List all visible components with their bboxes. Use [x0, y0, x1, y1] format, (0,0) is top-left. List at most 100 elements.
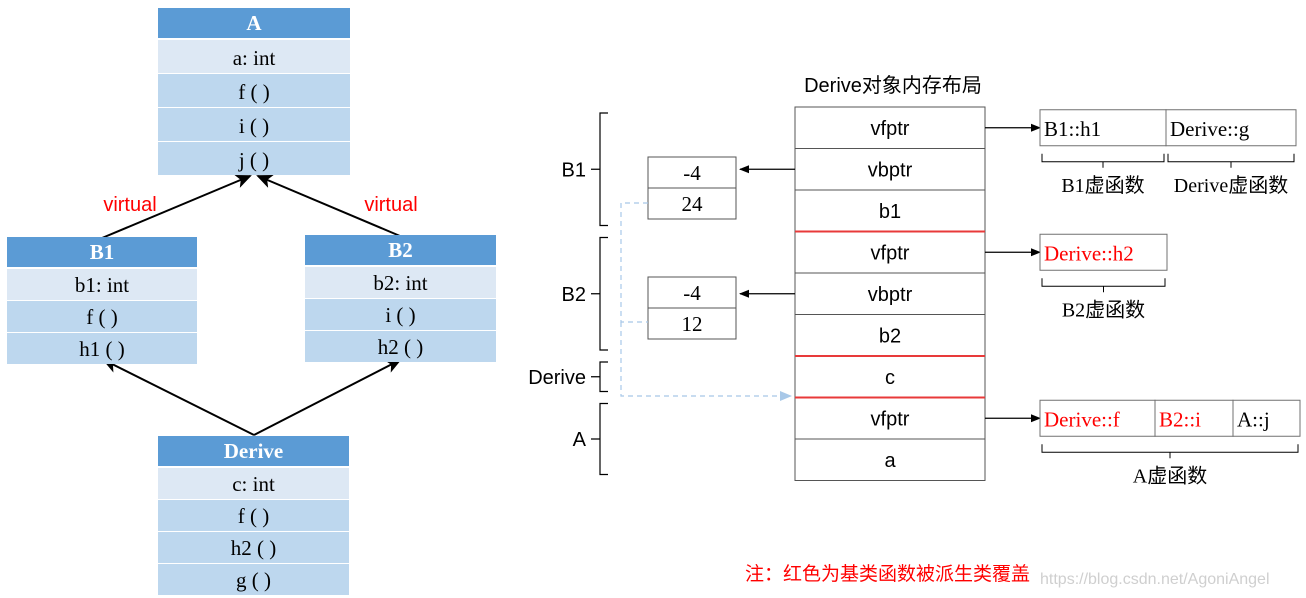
class-row-bg [158, 142, 350, 175]
caption-brace [1167, 153, 1295, 168]
memory-row-vbptr: vbptr [795, 159, 985, 191]
inherit-arrow-derive-to-b1 [102, 359, 255, 436]
virtual-label-right: virtual [364, 194, 417, 216]
class-row-bg [158, 500, 349, 531]
class-field: b1: int [75, 273, 129, 297]
memory-row-label: b2 [879, 325, 901, 347]
vbtable-cell [647, 156, 737, 189]
caption-brace [1041, 278, 1166, 293]
class-method: f ( ) [86, 305, 117, 329]
class-row-bg [158, 468, 349, 499]
class-row-bg [305, 299, 496, 330]
class-box-b1: B1 b1: int f ( ) h1 ( ) [7, 237, 197, 364]
group-b1: B1 [562, 112, 608, 227]
class-method: j ( ) [238, 148, 269, 172]
vftable-caption: Derive虚函数 [1174, 174, 1288, 197]
class-title: A [246, 11, 262, 35]
memory-row-label: c [885, 367, 895, 389]
brace [591, 402, 608, 476]
brace [591, 112, 608, 227]
class-method: h1 ( ) [79, 337, 125, 361]
class-row-bg [305, 331, 496, 362]
class-row-bg [158, 564, 349, 595]
inherit-arrow-b2-to-a [256, 175, 401, 237]
vftable-caption: B1虚函数 [1061, 174, 1144, 197]
class-field: c: int [232, 472, 275, 496]
memory-row-b1: b1 [795, 201, 985, 233]
class-header [158, 8, 350, 38]
memory-row-label: vfptr [871, 408, 910, 430]
class-method: f ( ) [238, 504, 269, 528]
group-label: Derive [528, 367, 586, 389]
offset-guide-arrow [620, 322, 792, 401]
vftable-entry: Derive::h2 [1044, 241, 1134, 265]
memory-row-label: a [884, 450, 896, 472]
class-title: B1 [90, 240, 115, 264]
memory-row-a: a [884, 450, 896, 472]
memory-row-b2: b2 [795, 325, 985, 357]
vbtable-cell [647, 307, 737, 340]
memory-row-label: vfptr [871, 242, 910, 264]
memory-row-c: c [795, 367, 985, 399]
class-box-a: Aa: int f ( ) i ( ) j ( ) [158, 8, 350, 175]
offset-guide [620, 202, 792, 401]
class-field: a: int [233, 46, 276, 70]
class-method: h2 ( ) [378, 335, 424, 359]
class-row-bg [158, 532, 349, 563]
note-text: 注：红色为基类函数被派生类覆盖 [745, 563, 1030, 585]
vftable-cell [1165, 109, 1297, 147]
vbtable-self-offset: -4 [683, 161, 701, 185]
vftable-cell [1232, 399, 1301, 437]
vftable-entry: Derive::f [1044, 407, 1120, 431]
class-field: b2: int [373, 271, 427, 295]
caption-brace [1041, 444, 1299, 459]
class-method: h2 ( ) [231, 536, 277, 560]
class-header [158, 436, 349, 466]
vftable-cell [1039, 233, 1168, 271]
vftable-entry: B1::h1 [1044, 117, 1101, 141]
class-method: i ( ) [385, 303, 415, 327]
memory-row-label: b1 [879, 201, 901, 223]
vbtable-cell [647, 187, 737, 220]
vftable-entry: Derive::g [1170, 117, 1250, 141]
vftable-cell [1039, 109, 1167, 147]
vbtable-vbase-offset: 24 [682, 192, 704, 216]
class-row-bg [158, 108, 350, 141]
inherit-arrow-b1-to-a [101, 174, 252, 239]
vftable-caption: B2虚函数 [1062, 298, 1145, 321]
class-method: g ( ) [236, 568, 271, 592]
vbtable-cell [647, 276, 737, 309]
memory-layout: Derive对象内存布局 vfptrvbptrb1vfptrvbptrb2cvf… [528, 74, 1301, 588]
caption-brace [1041, 153, 1165, 168]
class-title: Derive [224, 439, 283, 463]
class-diagram: virtual virtual Aa: int f ( ) i ( ) j ( ) B1… [7, 8, 496, 595]
vftable-caption: A虚函数 [1133, 464, 1207, 487]
class-row-bg [305, 267, 496, 298]
watermark: https://blog.csdn.net/AgoniAngel [1040, 571, 1270, 588]
class-title: B2 [388, 238, 413, 262]
class-row-bg [158, 40, 350, 73]
group-a: A [573, 402, 608, 476]
group-b2: B2 [562, 236, 608, 351]
brace [591, 361, 608, 393]
offset-guide-line [620, 202, 648, 323]
memory-row-label: vbptr [868, 284, 913, 306]
class-header [305, 235, 496, 265]
virtual-label-left: virtual [103, 194, 156, 216]
class-row-bg [7, 269, 197, 300]
memory-row-label: vbptr [868, 159, 913, 181]
inherit-arrow-derive-to-b2 [253, 359, 402, 436]
memory-row-label: vfptr [871, 118, 910, 140]
group-label: B1 [562, 159, 586, 181]
class-box-b2: B2 b2: int i ( ) h2 ( ) [305, 235, 496, 362]
vbtable-1: -424 [647, 156, 795, 220]
class-row-bg [7, 333, 197, 364]
group-derive: Derive [528, 361, 608, 393]
vbtable-self-offset: -4 [683, 281, 701, 305]
class-method: i ( ) [239, 114, 269, 138]
class-method: f ( ) [238, 80, 269, 104]
